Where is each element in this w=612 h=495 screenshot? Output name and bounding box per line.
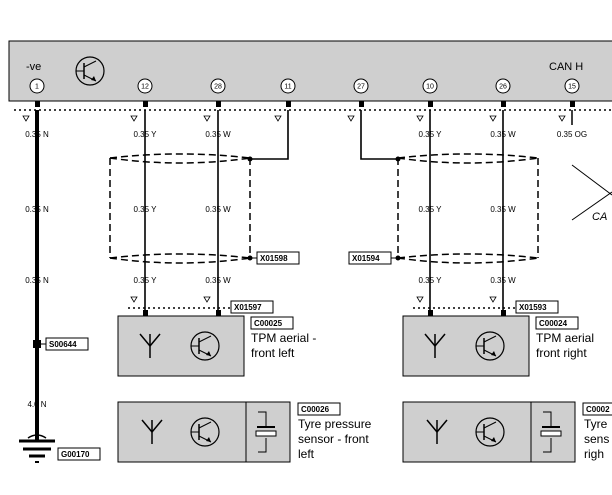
pin-10: 10 — [422, 78, 438, 94]
sensor-left-code: C00026 — [297, 402, 341, 416]
battery-icon — [255, 411, 277, 453]
wire-label-left-y3: 0.35 Y — [134, 276, 158, 285]
tpm-aerial-front-right — [402, 315, 530, 377]
right-screen-shield — [397, 153, 539, 264]
svg-text:G00170: G00170 — [61, 450, 90, 459]
pin-12: 12 — [137, 78, 153, 94]
wire-label-ground-2: 0.35 N — [25, 205, 49, 214]
sensor-right-code: C0002 — [582, 402, 612, 416]
antenna-icon — [141, 419, 163, 444]
aerial-terminals — [143, 310, 506, 316]
sensor-right-desc-2: sens — [584, 432, 609, 446]
tyre-sensor-front-right — [402, 401, 576, 463]
sensor-left-desc-2: sensor - front — [298, 432, 369, 446]
right-drain-wire — [360, 110, 398, 160]
wire-label-right-w2: 0.35 W — [490, 205, 516, 214]
svg-text:28: 28 — [214, 84, 222, 91]
aerial-right-code: C00024 — [535, 316, 579, 330]
antenna-icon — [426, 419, 448, 444]
aerial-left-connector: X01597 — [230, 300, 274, 314]
svg-text:C00024: C00024 — [539, 319, 568, 328]
aerial-right-connector: X01593 — [515, 300, 559, 314]
can-cut-label: CA — [592, 211, 607, 223]
svg-text:10: 10 — [426, 84, 434, 91]
wire-label-right-y3: 0.35 Y — [419, 276, 443, 285]
wire-label-right-w3: 0.35 W — [490, 276, 516, 285]
right-aerial-wires — [429, 110, 504, 313]
transistor-icon — [475, 417, 505, 447]
pin-1: 1 — [29, 78, 45, 94]
wire-label-left-y2: 0.35 Y — [134, 205, 158, 214]
aerial-right-desc-2: front right — [536, 346, 587, 360]
aerial-left-desc-1: TPM aerial - — [251, 331, 316, 345]
left-aerial-wires — [144, 110, 219, 313]
svg-text:S00644: S00644 — [49, 340, 77, 349]
svg-text:27: 27 — [357, 84, 365, 91]
antenna-icon — [424, 333, 446, 358]
aerial-right-desc-1: TPM aerial — [536, 331, 594, 345]
wire-label-ground-thick: 4.0 N — [27, 400, 46, 409]
aerial-terminal-triangles — [130, 296, 497, 303]
svg-text:1: 1 — [35, 84, 39, 91]
wire-label-ground-1: 0.35 N — [25, 130, 49, 139]
wire-label-left-w1: 0.35 W — [205, 130, 231, 139]
left-screen-shield — [109, 153, 251, 264]
splice-s00644: S00644 — [33, 337, 89, 351]
sensor-left-desc-1: Tyre pressure — [298, 417, 372, 431]
battery-icon — [540, 411, 562, 453]
pin-27: 27 — [353, 78, 369, 94]
ecu-module — [8, 40, 612, 102]
wire-label-right-y1: 0.35 Y — [419, 130, 443, 139]
svg-text:C00026: C00026 — [301, 405, 330, 414]
pin-28: 28 — [210, 78, 226, 94]
pin-26: 26 — [495, 78, 511, 94]
antenna-icon — [139, 333, 161, 358]
sensor-right-desc-1: Tyre — [584, 417, 608, 431]
sensor-left-desc-3: left — [298, 447, 315, 461]
ecu-terminal-triangles — [22, 115, 566, 122]
ecu-terminals — [35, 101, 575, 107]
wire-label-left-w2: 0.35 W — [205, 205, 231, 214]
ground-label-g00170: G00170 — [57, 447, 101, 461]
ecu-ground-label: -ve — [26, 61, 41, 73]
can-twist-lines — [571, 164, 612, 221]
transistor-icon — [190, 331, 220, 361]
svg-text:12: 12 — [141, 84, 149, 91]
ecu-transistor-icon — [75, 56, 105, 86]
transistor-icon — [190, 417, 220, 447]
transistor-icon — [475, 331, 505, 361]
svg-text:X01598: X01598 — [260, 254, 288, 263]
wire-label-ground-3: 0.35 N — [25, 276, 49, 285]
left-screen-connector: X01598 — [256, 251, 300, 265]
wire-label-can: 0.35 OG — [557, 130, 587, 139]
right-screen-connector: X01594 — [348, 251, 392, 265]
wire-label-left-w3: 0.35 W — [205, 276, 231, 285]
tpm-aerial-front-left — [117, 315, 245, 377]
pin-15: 15 — [564, 78, 580, 94]
svg-text:26: 26 — [499, 84, 507, 91]
svg-text:C00025: C00025 — [254, 319, 283, 328]
wire-label-right-y2: 0.35 Y — [419, 205, 443, 214]
ground-icon — [19, 434, 55, 463]
sensor-right-desc-3: righ — [584, 447, 604, 461]
pin-11: 11 — [280, 78, 296, 94]
wire-label-right-w1: 0.35 W — [490, 130, 516, 139]
svg-text:C0002: C0002 — [586, 405, 610, 414]
ecu-can-h-label: CAN H — [549, 61, 583, 73]
svg-text:15: 15 — [568, 84, 576, 91]
tyre-sensor-front-left — [117, 401, 291, 463]
aerial-left-desc-2: front left — [251, 346, 295, 360]
wire-label-left-y1: 0.35 Y — [134, 130, 158, 139]
svg-text:X01593: X01593 — [519, 303, 547, 312]
svg-text:X01594: X01594 — [352, 254, 380, 263]
svg-text:11: 11 — [284, 84, 291, 91]
svg-text:X01597: X01597 — [234, 303, 262, 312]
left-drain-wire — [250, 110, 289, 160]
aerial-left-code: C00025 — [250, 316, 294, 330]
